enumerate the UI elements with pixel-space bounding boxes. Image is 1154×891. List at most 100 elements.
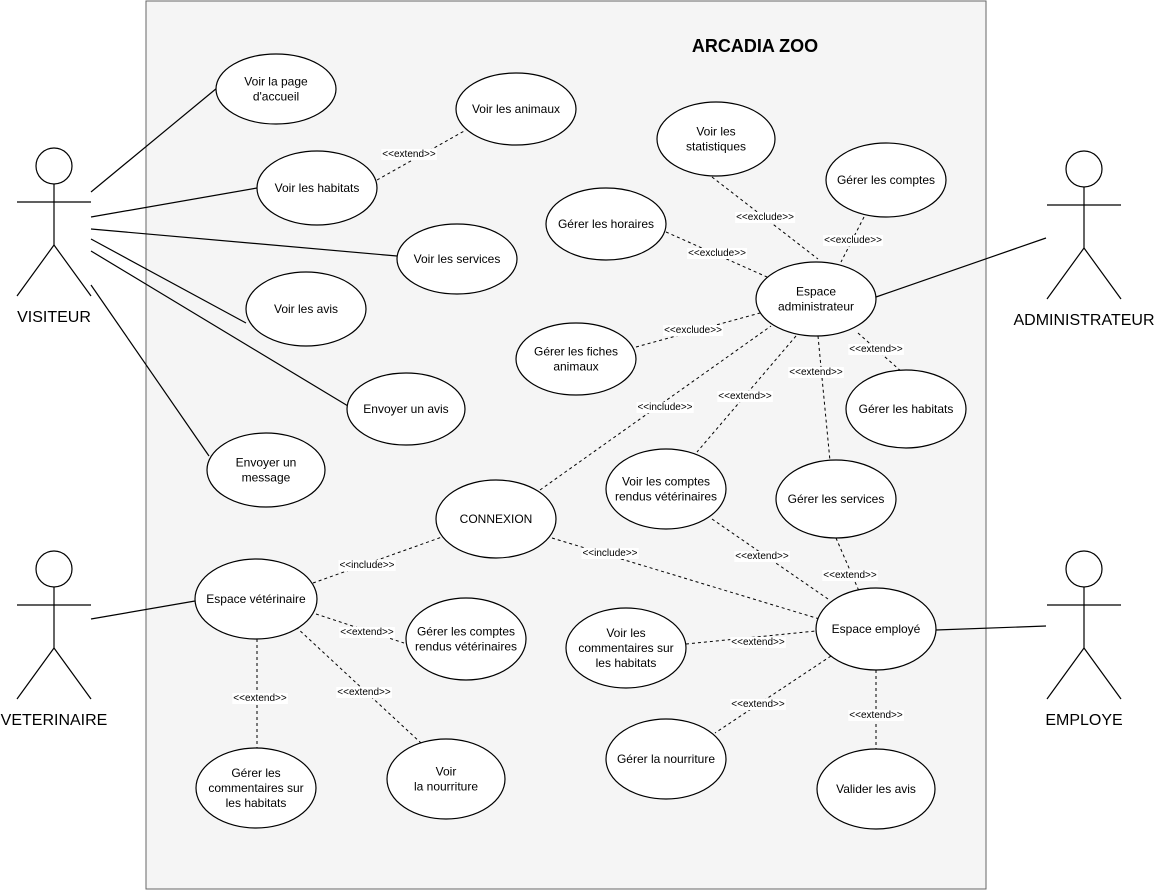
use-case-espace_employe: Espace employé [815,587,937,671]
actor-label-veterinaire: VETERINAIRE [1,712,108,729]
use-case-label: rendus vétérinaires [615,490,717,504]
relation-label-bg [730,637,786,648]
use-case-label: Voir [436,765,457,779]
actor-left-leg [16,647,55,700]
relation-line-espace_admin-voir_comptes_rendus [696,335,797,453]
relation-label-espace_employe-valider_avis: <<extend>> [849,710,903,721]
use-case-connexion: CONNEXION [435,479,557,559]
relation-label-bg [663,325,724,336]
actor-right-leg [1083,247,1122,300]
actor-head-icon [1065,550,1103,588]
use-case-ellipse [405,597,527,681]
actor-employe: EMPLOYE [1045,550,1123,729]
use-case-ellipse [605,448,727,530]
use-case-label: Voir les comptes [622,475,710,489]
use-case-label: administrateur [778,300,854,314]
relation-label-connexion-espace_admin: <<include>> [637,402,692,413]
actor-label-administrateur: ADMINISTRATEUR [1013,312,1154,329]
association-line-visiteur-services [90,228,398,257]
use-case-ellipse [545,187,667,261]
use-case-ellipse [515,322,637,396]
actor-veterinaire: VETERINAIRE [1,550,108,729]
actor-layer: VISITEUR VETERINAIRE ADMINISTRATEUR EMPLOYE [1,147,1154,729]
use-case-label: Envoyer un avis [363,402,448,416]
relation-label-bg [687,248,748,259]
use-case-ellipse [386,738,506,820]
use-case-ellipse [455,72,577,146]
relation-line-gerer_services-espace_employe [835,537,860,592]
use-case-label: d'accueil [253,90,299,104]
relation-label-bg [734,551,790,562]
actor-left-leg [1046,647,1085,700]
use-case-label: Gérer les services [788,492,885,506]
relation-label-espace_vet-voir_nourriture: <<extend>> [337,687,391,698]
relation-label-bg [730,699,786,710]
relation-label-bg [788,367,844,378]
relation-label-bg [339,627,395,638]
relation-label-espace_vet-gerer_commentaires: <<extend>> [233,693,287,704]
actor-head-icon [35,550,73,588]
use-case-label: rendus vétérinaires [415,640,517,654]
use-case-valider_avis: Valider les avis [816,748,936,830]
relation-label-gerer_services-espace_employe: <<extend>> [823,570,877,581]
association-line-visiteur-envoyer_message [90,284,210,457]
relation-label-espace_admin-voir_comptes_rendus: <<extend>> [718,391,772,402]
association-line-visiteur-envoyer_avis [90,250,349,407]
use-case-label: Gérer les horaires [558,217,654,231]
relation-line-espace_admin-gerer_habitats [857,332,903,373]
relation-label-bg [336,687,392,698]
actor-visiteur: VISITEUR [16,147,92,326]
use-case-label: statistiques [686,140,746,154]
use-case-ellipse [346,372,466,446]
use-case-label: commentaires sur [208,781,303,795]
relation-label-fiches-espace_admin: <<exclude>> [664,325,722,336]
use-case-ellipse [215,53,337,125]
actor-right-leg [1083,647,1122,700]
relation-label-bg [232,693,288,704]
use-case-ellipse [656,101,776,177]
relation-line-habitats-animaux [376,129,467,181]
relation-label-espace_employe-gerer_nourriture: <<extend>> [731,699,785,710]
use-case-label: animaux [553,360,598,374]
use-case-comptes: Gérer les comptes [825,142,947,218]
use-case-label: Voir les [696,125,735,139]
relation-label-espace_admin-gerer_services: <<extend>> [789,367,843,378]
use-case-services: Voir les services [396,223,518,295]
use-case-ellipse [845,369,967,449]
relation-label-bg [735,212,796,223]
use-case-ellipse [435,479,557,559]
association-line-employe-espace_employe [935,625,1047,631]
relation-label-bg [717,391,773,402]
use-case-label: Valider les avis [836,782,916,796]
use-case-gerer_nourriture: Gérer la nourriture [605,718,727,800]
use-case-ellipse [816,748,936,830]
use-case-label: Gérer les [231,766,280,780]
use-case-ellipse [194,558,318,640]
use-case-label: Voir la page [244,75,308,89]
use-case-ellipse [605,718,727,800]
relation-label-voir_commentaires-espace_employe: <<extend>> [731,637,785,648]
use-case-ellipse [815,587,937,671]
relation-label-bg [381,149,437,160]
relation-label-habitats-animaux: <<extend>> [382,149,436,160]
association-line-visiteur-accueil [90,87,218,193]
relation-label-bg [338,560,396,571]
use-case-label: Envoyer un [236,456,297,470]
use-case-gerer_habitats: Gérer les habitats [845,369,967,449]
use-case-label: la nourriture [414,780,478,794]
use-case-label: Gérer la nourriture [617,752,715,766]
use-case-animaux: Voir les animaux [455,72,577,146]
use-case-avis: Voir les avis [245,271,367,347]
use-case-envoyer_avis: Envoyer un avis [346,372,466,446]
actor-left-leg [16,244,55,297]
association-line-visiteur-habitats [90,187,258,218]
use-case-label: Espace vétérinaire [206,592,306,606]
use-case-habitats: Voir les habitats [256,150,378,226]
